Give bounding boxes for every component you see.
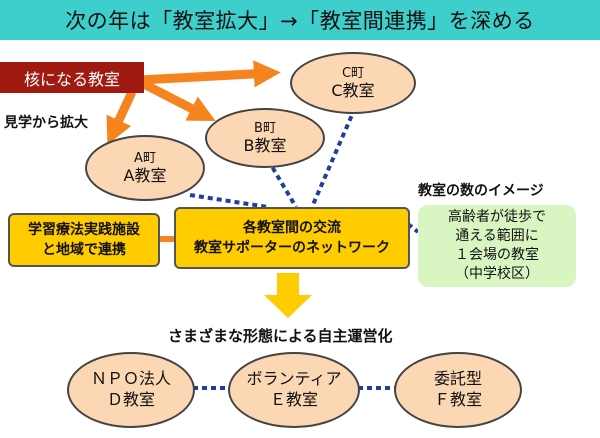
operation-caption: さまざまな形態による自主運営化	[168, 327, 393, 345]
dotted-link-a-network	[189, 193, 269, 209]
expand-caption: 見学から拡大	[4, 115, 88, 131]
classroom-f-room: Ｆ教室	[433, 390, 482, 409]
classroom-b-town: B町	[254, 120, 276, 136]
facility-line2: と地域で連携	[42, 242, 126, 258]
classroom-c-town: C町	[341, 65, 365, 81]
classroom-e: ボランティア Ｅ教室	[228, 352, 360, 428]
classroom-b: B町 B教室	[205, 108, 325, 168]
classroom-d-type: ＮＰＯ法人	[90, 369, 171, 389]
classroom-a-room: A教室	[123, 166, 167, 186]
facility-line1: 学習療法実践施設	[28, 221, 140, 238]
network-line2: 教室サポーターのネットワーク	[194, 240, 390, 256]
image-note-line: １会場の教室	[455, 247, 539, 263]
classroom-f-type: 委託型	[433, 369, 482, 389]
image-note-line: 高齢者が徒歩で	[448, 209, 546, 226]
arrow-core-to-a	[106, 90, 137, 145]
network-box: 各教室間の交流 教室サポーターのネットワーク	[174, 207, 410, 269]
classroom-a-town: A町	[134, 150, 156, 166]
classroom-e-type: ボランティア	[246, 369, 342, 389]
page-title: 次の年は「教室拡大」→「教室間連携」を深める	[0, 0, 600, 40]
classroom-c: C町 C教室	[290, 52, 416, 114]
down-arrow-icon	[264, 273, 312, 318]
facility-box: 学習療法実践施設 と地域で連携	[8, 213, 160, 267]
arrow-core-to-c	[139, 60, 281, 88]
classroom-a: A町 A教室	[85, 135, 205, 201]
dotted-link-b-network	[266, 158, 298, 209]
network-line1: 各教室間の交流	[243, 219, 341, 236]
dotted-link-c-network	[310, 107, 357, 208]
classroom-e-room: Ｅ教室	[269, 390, 318, 409]
classroom-d-room: Ｄ教室	[106, 390, 155, 409]
image-note-line: 通える範囲に	[455, 228, 539, 245]
image-note-line: （中学校区）	[455, 265, 539, 282]
core-classroom-label: 核になる教室	[0, 62, 144, 93]
classroom-f: 委託型 Ｆ教室	[394, 352, 522, 428]
classroom-c-room: C教室	[331, 81, 375, 101]
image-note-box: 高齢者が徒歩で 通える範囲に １会場の教室 （中学校区）	[418, 205, 576, 287]
image-note-heading: 教室の数のイメージ	[418, 183, 544, 199]
arrow-core-to-b	[137, 77, 216, 121]
classroom-d: ＮＰＯ法人 Ｄ教室	[67, 352, 195, 428]
classroom-b-room: B教室	[243, 136, 287, 156]
